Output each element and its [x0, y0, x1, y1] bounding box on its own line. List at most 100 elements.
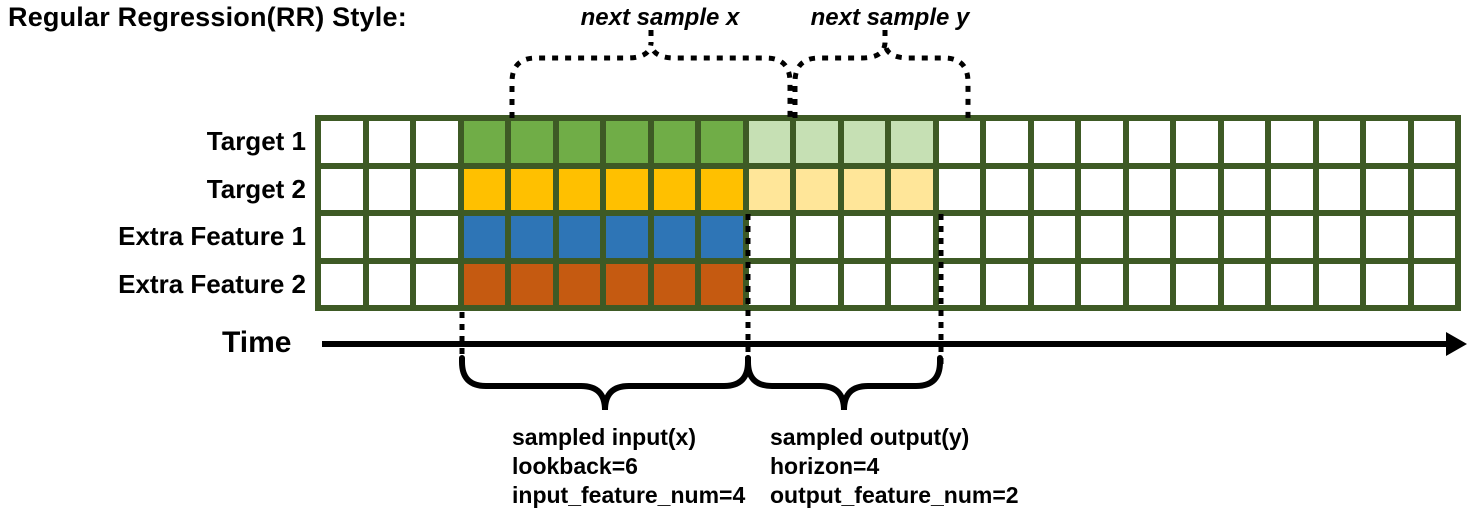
grid-cell: [1173, 118, 1221, 166]
grid-cell: [935, 260, 983, 308]
grid-cell: [793, 213, 841, 261]
grid-cell: [698, 165, 746, 213]
grid-cell: [698, 118, 746, 166]
grid-cell: [745, 118, 793, 166]
sampled-input-brace: [459, 355, 751, 411]
grid-cell: [413, 165, 461, 213]
grid-cell: [1410, 165, 1458, 213]
grid-cell: [745, 213, 793, 261]
grid-cell: [1078, 165, 1126, 213]
grid-cell: [888, 118, 936, 166]
grid-cell: [983, 260, 1031, 308]
grid-cell: [1363, 118, 1411, 166]
sample-grid: [315, 115, 1461, 311]
grid-cell: [888, 213, 936, 261]
grid-cell: [745, 165, 793, 213]
grid-cell: [318, 118, 366, 166]
grid-cell: [1078, 260, 1126, 308]
grid-cell: [318, 260, 366, 308]
grid-cell: [318, 213, 366, 261]
grid-cell: [793, 260, 841, 308]
grid-cell: [650, 118, 698, 166]
grid-cell: [1363, 213, 1411, 261]
grid-cell: [1030, 213, 1078, 261]
row-label: Extra Feature 2: [118, 268, 306, 299]
grid-cell: [413, 260, 461, 308]
grid-cell: [603, 260, 651, 308]
grid-cell: [698, 213, 746, 261]
output-feature-num-line: output_feature_num=2: [770, 482, 1019, 508]
grid-cell: [935, 165, 983, 213]
grid-cell: [1410, 118, 1458, 166]
grid-cell: [460, 118, 508, 166]
horizon-line: horizon=4: [770, 453, 880, 479]
grid-cell: [1268, 118, 1316, 166]
row-label: Extra Feature 1: [118, 221, 306, 251]
grid-cell: [650, 260, 698, 308]
grid-cell: [888, 260, 936, 308]
sampled-output-brace: [745, 355, 943, 411]
input-feature-num-line: input_feature_num=4: [512, 482, 746, 508]
grid-cell: [1125, 165, 1173, 213]
grid-cell: [603, 213, 651, 261]
time-axis-arrow: [322, 332, 1467, 356]
grid-cell: [365, 118, 413, 166]
grid-cell: [935, 213, 983, 261]
grid-cell: [1315, 165, 1363, 213]
diagram-title: Regular Regression(RR) Style:: [8, 2, 407, 32]
grid-cell: [508, 260, 556, 308]
grid-cell: [1363, 260, 1411, 308]
grid-cell: [698, 260, 746, 308]
grid-cell: [840, 260, 888, 308]
grid-cell: [1268, 260, 1316, 308]
grid-cell: [1173, 260, 1221, 308]
next-sample-x-label: next sample x: [580, 4, 740, 31]
grid-cell: [793, 118, 841, 166]
grid-cell: [603, 118, 651, 166]
grid-cell: [1220, 165, 1268, 213]
grid-cell: [460, 213, 508, 261]
grid-cell: [1315, 260, 1363, 308]
sampled-input-line: sampled input(x): [512, 424, 697, 450]
grid-cell: [1078, 213, 1126, 261]
grid-cell: [1410, 213, 1458, 261]
grid-cell: [1268, 165, 1316, 213]
sampled-output-line: sampled output(y): [770, 424, 970, 450]
grid-cell: [1410, 260, 1458, 308]
grid-cell: [840, 165, 888, 213]
grid-cell: [983, 213, 1031, 261]
row-label: Target 1: [206, 126, 306, 156]
grid-cell: [1078, 118, 1126, 166]
grid-cell: [1315, 213, 1363, 261]
row-label: Target 2: [206, 173, 306, 204]
grid-cell: [650, 213, 698, 261]
next-sample-y-label: next sample y: [810, 4, 970, 31]
grid-cell: [1125, 118, 1173, 166]
grid-cell: [1125, 213, 1173, 261]
grid-cell: [983, 118, 1031, 166]
grid-cell: [1173, 213, 1221, 261]
grid-cell: [460, 260, 508, 308]
grid-cell: [555, 165, 603, 213]
grid-cell: [888, 165, 936, 213]
grid-cell: [365, 260, 413, 308]
next-sample-y-brace: [792, 41, 971, 118]
grid-cell: [1030, 260, 1078, 308]
grid-cell: [793, 165, 841, 213]
grid-cell: [318, 165, 366, 213]
lookback-line: lookback=6: [512, 453, 638, 479]
grid-cell: [935, 118, 983, 166]
grid-cell: [840, 213, 888, 261]
grid-cell: [413, 118, 461, 166]
grid-cell: [1268, 213, 1316, 261]
grid-cell: [508, 213, 556, 261]
grid-cell: [555, 260, 603, 308]
grid-cell: [365, 213, 413, 261]
grid-cell: [1363, 165, 1411, 213]
grid-cell: [508, 165, 556, 213]
grid-cell: [1220, 213, 1268, 261]
grid-cell: [1125, 260, 1173, 308]
grid-cell: [413, 213, 461, 261]
grid-cell: [983, 165, 1031, 213]
